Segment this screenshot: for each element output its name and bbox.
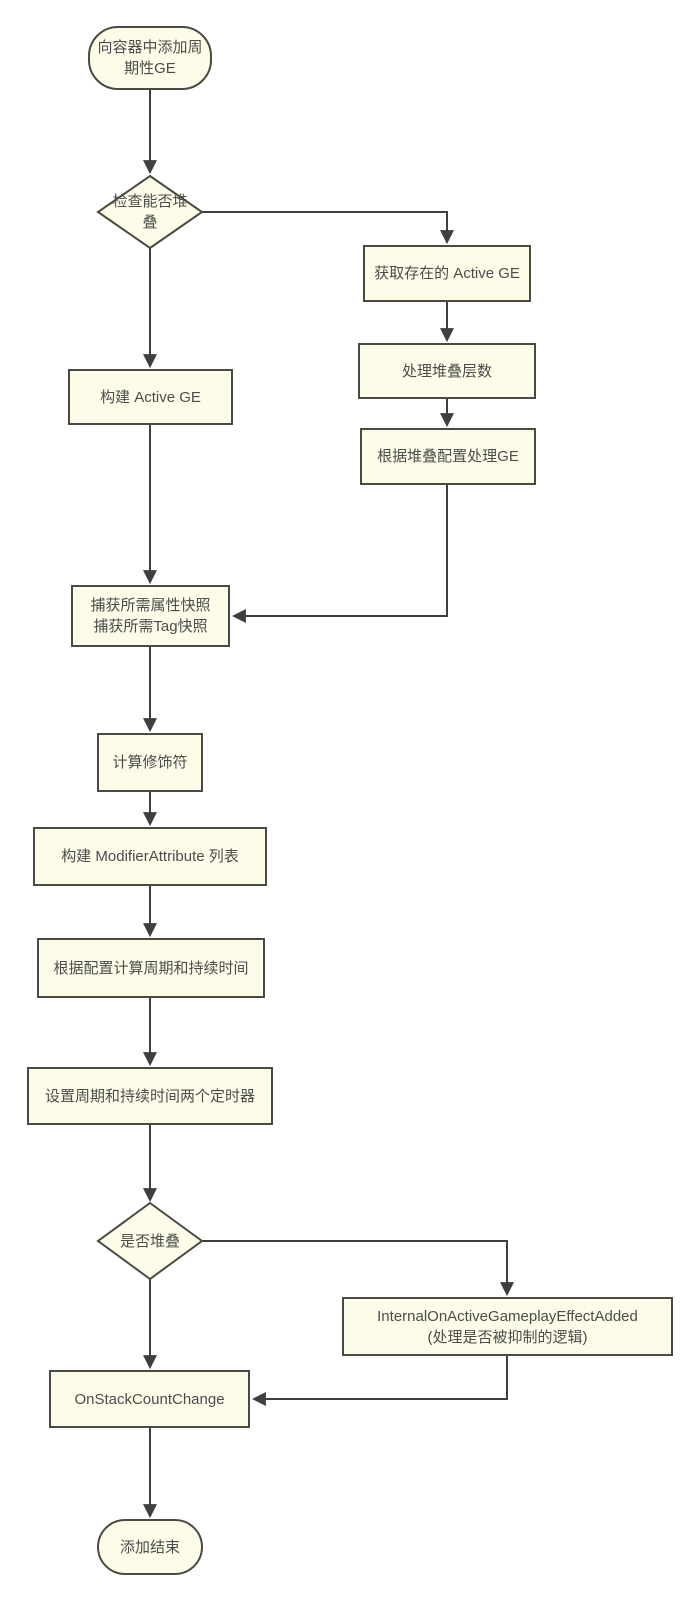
edge-is-stacked-to-internal-added xyxy=(202,1240,514,1297)
node-get-existing-active-ge: 获取存在的 Active GE xyxy=(363,245,531,302)
node-is-stacked-label: 是否堆叠 xyxy=(119,1232,180,1250)
node-start: 向容器中添加周 期性GE xyxy=(88,26,212,90)
node-build-modifier-attribute-list: 构建 ModifierAttribute 列表 xyxy=(33,827,267,886)
edge-handle-ge-to-capture xyxy=(231,485,448,623)
node-handle-ge-by-stack-config: 根据堆叠配置处理GE xyxy=(360,428,536,485)
is-stacked-diamond-shape xyxy=(96,1201,204,1281)
node-calc-period-and-duration: 根据配置计算周期和持续时间 xyxy=(37,938,265,998)
node-capture-snapshots: 捕获所需属性快照 捕获所需Tag快照 xyxy=(71,585,230,647)
node-build-active-ge: 构建 Active GE xyxy=(68,369,233,425)
node-internal-on-active-ge-added: InternalOnActiveGameplayEffectAdded (处理是… xyxy=(342,1297,673,1356)
node-end: 添加结束 xyxy=(97,1519,203,1575)
edge-check-to-get-existing xyxy=(202,211,454,245)
node-on-stack-count-change: OnStackCountChange xyxy=(49,1370,250,1428)
check-can-stack-diamond-shape xyxy=(96,174,204,250)
node-check-can-stack-label: 检查能否堆 叠 xyxy=(112,193,188,231)
edge-internal-added-to-on-stack-change xyxy=(251,1356,508,1406)
node-set-two-timers: 设置周期和持续时间两个定时器 xyxy=(27,1067,273,1125)
node-calc-modifiers: 计算修饰符 xyxy=(97,733,203,792)
node-handle-stack-count: 处理堆叠层数 xyxy=(358,343,536,399)
